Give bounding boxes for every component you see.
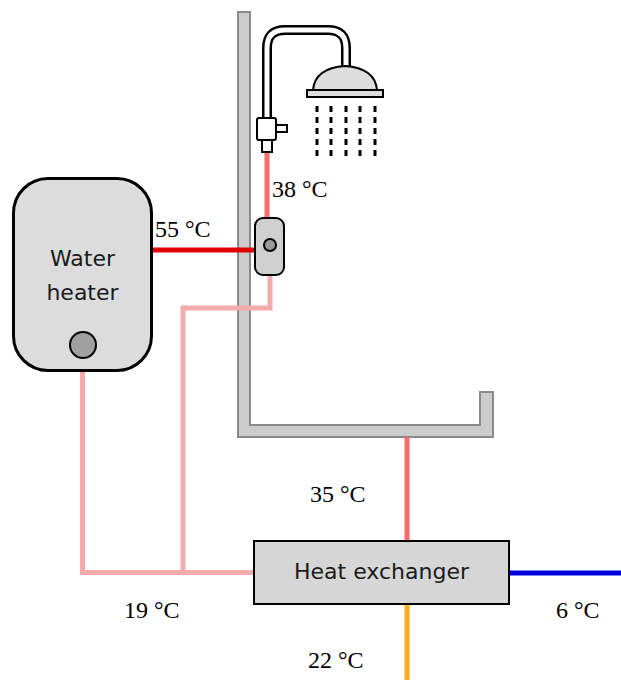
drain-pipe bbox=[405, 437, 410, 541]
heat-exchanger-box: Heat exchanger bbox=[253, 540, 510, 605]
mixed-pipe bbox=[265, 150, 270, 220]
shower-valve bbox=[257, 118, 276, 140]
temperature-label: 22 °C bbox=[308, 648, 364, 672]
mixer-knob bbox=[264, 239, 276, 251]
warm-pipe bbox=[183, 275, 270, 575]
temperature-label: 55 °C bbox=[155, 217, 211, 241]
water-drops bbox=[317, 106, 375, 158]
warm-return-pipe bbox=[83, 372, 254, 573]
temperature-label: 35 °C bbox=[310, 482, 366, 506]
valve-handle bbox=[276, 125, 287, 132]
node-label: Heat exchanger bbox=[294, 559, 469, 585]
shower-head bbox=[313, 66, 377, 90]
temperature-label: 19 °C bbox=[124, 598, 180, 622]
hot-pipe bbox=[152, 248, 258, 253]
node-label: Water heater bbox=[27, 242, 139, 310]
ground-pipe bbox=[405, 604, 410, 680]
temperature-label: 6 °C bbox=[556, 598, 600, 622]
cold-pipe bbox=[509, 571, 621, 576]
shower-plate bbox=[307, 90, 383, 97]
mixer-valve bbox=[255, 218, 284, 275]
wall-and-tray bbox=[238, 12, 493, 437]
water-heater-tank: Water heater bbox=[12, 177, 153, 372]
temperature-label: 38 °C bbox=[272, 177, 328, 201]
